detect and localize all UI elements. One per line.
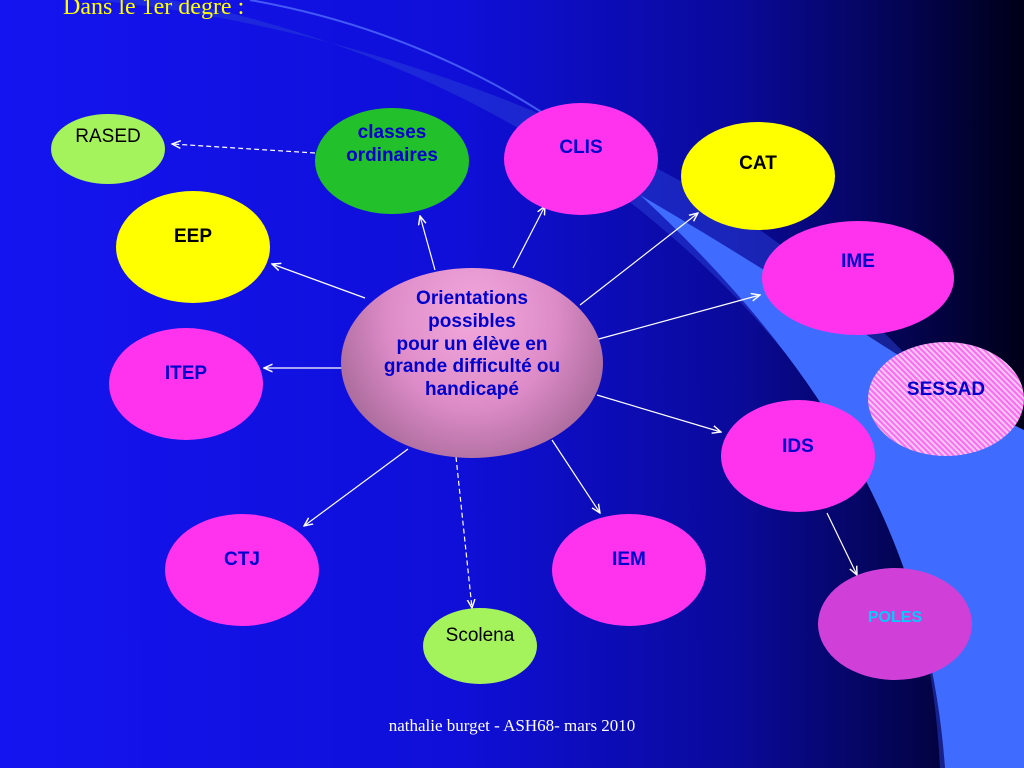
node-classes-ordinaires: classes ordinaires (315, 108, 469, 214)
node-ids-label: IDS (782, 436, 814, 457)
link-classes-rased (172, 144, 316, 154)
link-center-clis (512, 206, 545, 269)
node-scolena-label: Scolena (445, 625, 515, 646)
link-center-cat (579, 213, 698, 306)
node-poles: POLES (818, 568, 972, 680)
node-rased-label: RASED (75, 126, 141, 147)
center-label-line1: Orientations (416, 288, 528, 309)
link-ids-poles (826, 512, 857, 575)
node-cat-label: CAT (739, 153, 777, 174)
node-eep-label: EEP (173, 226, 213, 247)
node-center: Orientations possibles pour un élève en … (341, 268, 603, 458)
node-sessad-label: SESSAD (906, 379, 986, 400)
link-center-ids (596, 394, 721, 432)
link-center-ctj (304, 448, 409, 526)
node-itep: ITEP (109, 328, 263, 440)
node-ctj-label: CTJ (224, 549, 260, 570)
node-classes-label-line1: classes (357, 122, 427, 143)
slide-footer: nathalie burget - ASH68- mars 2010 (388, 716, 636, 735)
node-itep-label: ITEP (164, 363, 208, 384)
link-center-iem (551, 439, 600, 513)
node-ctj: CTJ (165, 514, 319, 626)
node-poles-label: POLES (867, 609, 923, 626)
link-center-ime (594, 295, 760, 341)
node-ids: IDS (721, 400, 875, 512)
node-iem: IEM (552, 514, 706, 626)
link-center-eep (272, 264, 366, 299)
link-center-classes (420, 216, 436, 271)
node-clis-label: CLIS (559, 137, 603, 158)
slide-title: Dans le 1er degré : (63, 0, 245, 20)
center-label-line4: grande difficulté ou (383, 356, 561, 378)
node-rased: RASED (51, 114, 165, 184)
node-sessad: SESSAD (868, 342, 1024, 456)
center-label-line2: possibles (428, 310, 516, 332)
node-scolena: Scolena (423, 608, 537, 684)
node-cat: CAT (681, 122, 835, 230)
center-label-line3: pour un élève en (396, 333, 548, 355)
node-clis: CLIS (504, 103, 658, 215)
link-center-scolena (455, 456, 472, 608)
center-label-line5: handicapé (425, 379, 519, 401)
node-eep: EEP (116, 191, 270, 303)
node-ime-label: IME (841, 251, 875, 272)
node-ime: IME (762, 221, 954, 335)
node-iem-label: IEM (612, 549, 646, 570)
node-classes-label-line2: ordinaires (346, 144, 438, 166)
